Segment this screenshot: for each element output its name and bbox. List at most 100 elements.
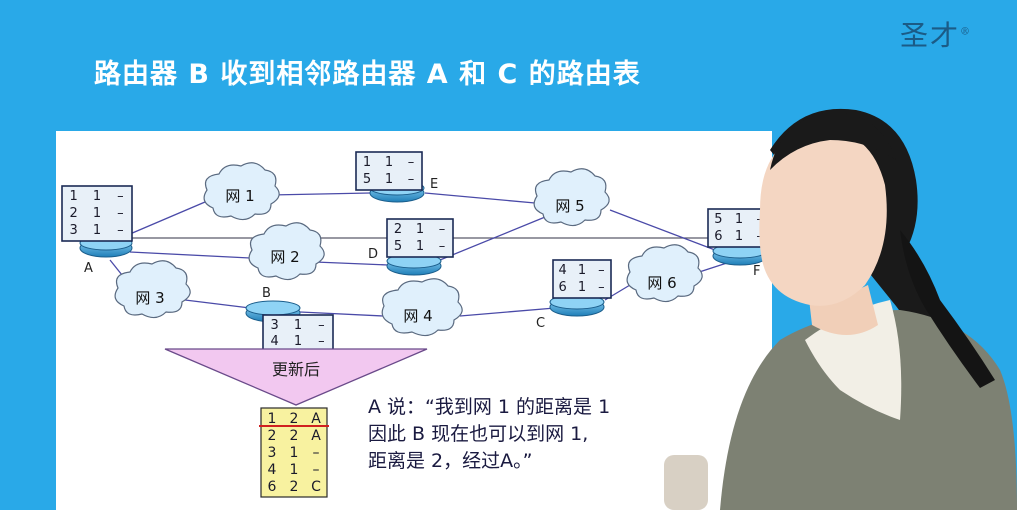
net2-label: 网 2	[270, 248, 299, 266]
updated-table-cell: –	[313, 462, 320, 478]
updated-table-cell: A	[311, 428, 321, 444]
table-cell: 1	[70, 189, 78, 204]
table-cell: 1	[363, 155, 371, 170]
table-cell: 5	[394, 239, 402, 254]
net1-label: 网 1	[225, 187, 254, 205]
table-cell: –	[598, 263, 605, 278]
table-cell: –	[439, 239, 446, 254]
updated-table-cell: C	[311, 479, 321, 495]
table-cell: 1	[385, 155, 393, 170]
presenter	[664, 108, 1017, 510]
router-f-label: F	[753, 264, 760, 279]
routing-table-frame	[386, 218, 454, 258]
updated-table-cell: –	[313, 445, 320, 461]
link-net2-d	[314, 261, 389, 266]
presenter-ponytail	[900, 230, 995, 388]
presenter-hair-front	[770, 112, 896, 170]
explanation-line-2: 因此 B 现在也可以到网 1,	[368, 423, 588, 445]
table-cell: –	[318, 318, 325, 333]
links	[109, 192, 770, 317]
presenter-sweater	[720, 310, 1017, 510]
table-cell: 4	[559, 263, 567, 278]
table-cell: –	[117, 223, 124, 238]
net4-label: 网 4	[403, 307, 432, 325]
cloud-net4: 网 4	[381, 278, 463, 337]
router-a-label: A	[84, 261, 93, 276]
updated-table-cell: 1	[290, 462, 299, 478]
net5-label: 网 5	[555, 197, 584, 215]
table-cell: 2	[394, 222, 402, 237]
link-d-net5	[439, 214, 551, 261]
updated-table-cell: 6	[268, 479, 277, 495]
updated-table-cell: 2	[290, 411, 299, 427]
table-cell: 6	[559, 280, 567, 295]
table-cell: 2	[70, 206, 78, 221]
routing-table-frame	[262, 314, 334, 352]
explanation-line-3: 距离是 2，经过A。”	[368, 450, 532, 472]
update-arrow: 更新后	[164, 348, 428, 406]
link-b-net4	[299, 311, 384, 317]
link-net4-c	[459, 307, 556, 317]
net3-label: 网 3	[135, 289, 164, 307]
table-cell: –	[318, 334, 325, 349]
updated-table-cell: 1	[290, 445, 299, 461]
presenter-face	[759, 129, 887, 306]
router-c-label: C	[536, 316, 545, 331]
slide-title: 路由器 B 收到相邻路由器 A 和 C 的路由表	[94, 59, 641, 90]
table-cell: 1	[385, 172, 393, 187]
updated-table-cell: 4	[268, 462, 277, 478]
table-cell: –	[408, 172, 415, 187]
routing-table-frame	[355, 151, 423, 191]
updated-table-cell: 1	[268, 411, 277, 427]
router-d-label: D	[368, 247, 378, 262]
table-cell: 1	[416, 239, 424, 254]
net6-label: 网 6	[647, 274, 676, 292]
updated-table-cell: 2	[268, 428, 277, 444]
registered-mark: ®	[960, 26, 973, 38]
cloud-net5: 网 5	[533, 168, 610, 227]
table-cell: 6	[714, 229, 722, 244]
table-cell: –	[117, 189, 124, 204]
link-net1-e	[269, 192, 371, 196]
updated-table-cell: 3	[268, 445, 277, 461]
routing-table-frame	[61, 185, 133, 242]
router-b-label: B	[262, 286, 271, 301]
updated-table-cell: 2	[290, 479, 299, 495]
table-cell: 5	[714, 212, 722, 227]
router-e-label: E	[430, 177, 438, 192]
table-cell: –	[408, 155, 415, 170]
table-cell: –	[598, 280, 605, 295]
presenter-pointer	[664, 455, 708, 510]
table-cell: 1	[578, 280, 586, 295]
table-cell: 1	[735, 229, 743, 244]
table-cell: 1	[93, 189, 101, 204]
logo-text: 圣才	[900, 19, 961, 52]
table-cell: 1	[93, 206, 101, 221]
table-cell: 1	[93, 223, 101, 238]
table-cell: 1	[294, 318, 302, 333]
link-a-net2	[129, 251, 251, 259]
cloud-net6: 网 6	[626, 244, 703, 303]
table-cell: –	[439, 222, 446, 237]
table-cell: –	[117, 206, 124, 221]
table-cell: 3	[70, 223, 78, 238]
link-net3-b	[184, 299, 251, 309]
updated-table-cell: A	[311, 411, 321, 427]
explanation-line-1: A 说：“我到网 1 的距离是 1	[368, 396, 610, 418]
table-cell: 5	[363, 172, 371, 187]
link-net5-f	[609, 209, 716, 251]
table-cell: 1	[578, 263, 586, 278]
table-cell: 1	[294, 334, 302, 349]
table-cell: 1	[416, 222, 424, 237]
table-cell: 4	[271, 334, 279, 349]
update-label: 更新后	[272, 360, 320, 379]
cloud-net3: 网 3	[114, 260, 191, 319]
link-a-net1	[129, 201, 206, 235]
